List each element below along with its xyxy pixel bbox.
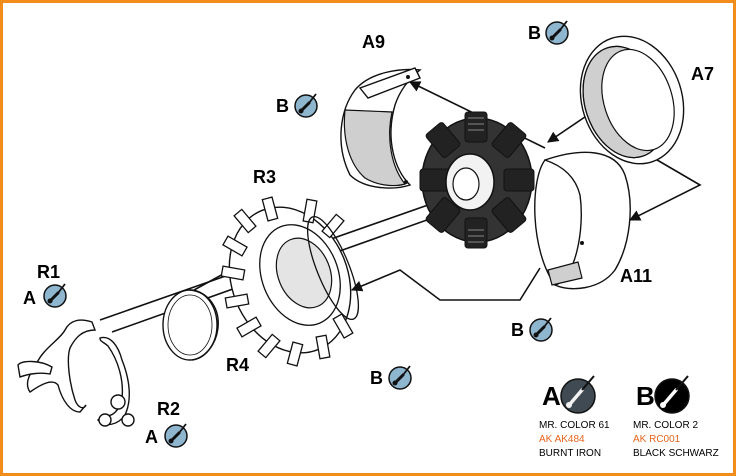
brush-icon [163,422,189,449]
brush-icon [42,282,68,309]
paint-legend-a: A MR. COLOR 61 AK AK484 BURNT IRON [539,375,610,459]
brush-icon [293,92,319,119]
svg-text:A: A [542,381,561,411]
label-a11: A11 [620,266,652,286]
arrow-a11-to-r3 [350,267,541,301]
part-a7 [579,35,685,165]
part-r4 [162,289,219,361]
label-a9: A9 [362,32,385,52]
part-r2 [97,336,135,427]
legend-b-line1: MR. COLOR 2 [633,420,698,431]
svg-text:B: B [276,96,289,116]
brush-icon [568,388,584,406]
label-r1: R1 [37,262,60,282]
paint-marker-a11: B [511,316,554,343]
svg-text:A: A [23,288,36,308]
arrow-a7-to-a11 [628,149,702,221]
part-r3 [220,196,360,367]
legend-a-line3: BURNT IRON [539,448,601,459]
svg-text:B: B [370,368,383,388]
label-r2: R2 [157,399,180,419]
legend-a-line1: MR. COLOR 61 [539,420,610,431]
paint-marker-r1: A [23,282,68,309]
legend-b-line2: AK RC001 [633,434,681,445]
label-r4: R4 [226,355,249,375]
svg-text:B: B [528,23,541,43]
paint-marker-r2: A [145,422,189,449]
brush-icon [528,316,554,343]
part-a9 [340,67,422,189]
paint-marker-r3: B [370,364,413,391]
label-a7: A7 [691,64,714,84]
svg-text:B: B [511,320,524,340]
legend-b-line3: BLACK SCHWARZ [633,448,719,459]
paint-marker-a7: B [528,19,570,46]
part-r1 [17,319,97,413]
brush-icon [662,388,678,406]
brush-icon [387,364,413,391]
svg-text:A: A [145,427,158,447]
legend-a-line2: AK AK484 [539,434,585,445]
label-r3: R3 [253,167,276,187]
radial-engine [419,111,535,249]
paint-legend-b: B MR. COLOR 2 AK RC001 BLACK SCHWARZ [633,375,719,459]
svg-text:B: B [636,381,655,411]
paint-marker-a9: B [276,92,319,119]
brush-icon [544,19,570,46]
part-a11 [534,151,631,290]
